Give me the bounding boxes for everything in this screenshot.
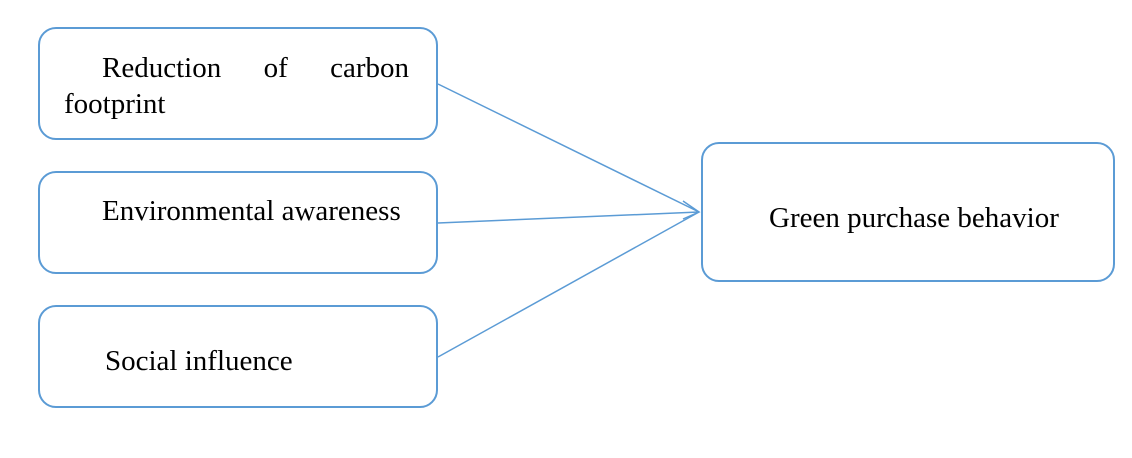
social-influence-node: Social influence xyxy=(38,305,438,408)
green-purchase-behavior-label: Green purchase behavior xyxy=(769,202,1059,234)
arrow-awareness-to-green-purchase xyxy=(437,211,700,224)
environmental-awareness-node: Environmental awareness xyxy=(38,171,438,274)
arrow-social-to-green-purchase xyxy=(437,211,700,358)
social-influence-label: Social influence xyxy=(105,345,293,377)
green-purchase-behavior-node: Green purchase behavior xyxy=(701,142,1115,282)
reduction-of-carbon-footprint-node: Reduction of carbon footprint xyxy=(38,27,438,140)
arrow-reduction-to-green-purchase xyxy=(437,83,700,213)
arrowhead-icon xyxy=(682,200,701,220)
environmental-awareness-label: Environmental awareness xyxy=(102,195,401,227)
reduction-of-carbon-footprint-label: Reduction of carbon footprint xyxy=(64,52,409,121)
